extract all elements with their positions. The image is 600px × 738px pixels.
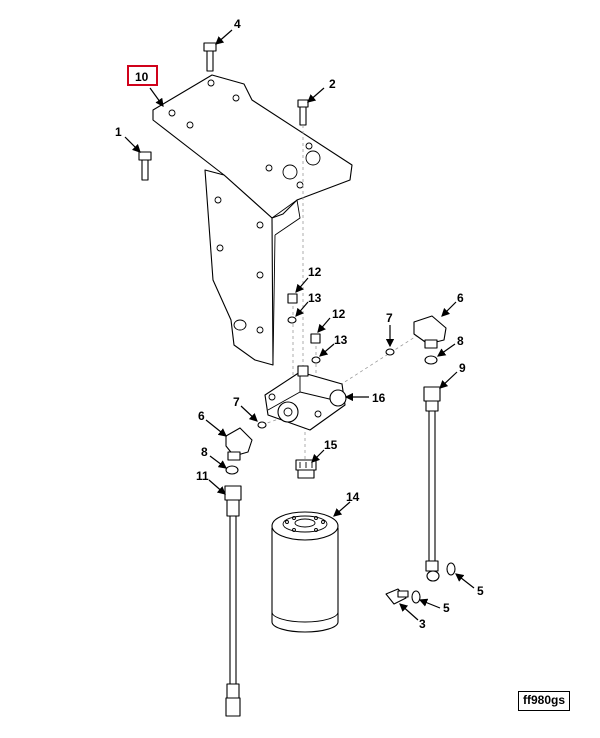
callout-4: 4 <box>234 17 241 31</box>
callout-14: 14 <box>346 490 360 504</box>
elbow-fitting-6-right <box>413 315 447 349</box>
hose-9 <box>423 386 441 582</box>
highlighted-callout-box <box>127 65 158 86</box>
callout-13-lower: 13 <box>334 333 348 347</box>
elbow-fitting-6-left <box>225 427 253 461</box>
plug-12-lower <box>310 333 321 344</box>
washer-5-right <box>446 562 456 576</box>
callout-12-upper: 12 <box>308 265 322 279</box>
adapter-15 <box>295 459 317 479</box>
oring-13-lower <box>311 356 321 364</box>
callout-16: 16 <box>372 391 386 405</box>
oring-8-left <box>225 465 239 475</box>
oring-7-left <box>257 421 267 429</box>
bolt-1 <box>138 151 152 181</box>
callout-11: 11 <box>196 469 209 483</box>
callout-10: 10 <box>135 70 149 84</box>
callout-13-upper: 13 <box>308 291 322 305</box>
filter-head <box>264 365 347 431</box>
oring-13-upper <box>287 316 297 324</box>
callout-8-right: 8 <box>457 334 464 348</box>
hose-11 <box>224 485 242 717</box>
callout-3: 3 <box>419 617 426 631</box>
figure-code-label: ff980gs <box>518 691 570 711</box>
banjo-bolt-3 <box>385 588 409 605</box>
oring-8-right <box>424 355 438 365</box>
oring-7-right <box>385 348 395 356</box>
callout-5-lower: 5 <box>443 601 450 615</box>
callout-15: 15 <box>324 438 338 452</box>
callout-1: 1 <box>115 125 122 139</box>
callout-9: 9 <box>459 361 466 375</box>
washer-5-lower <box>411 590 421 604</box>
callout-12-lower: 12 <box>332 307 346 321</box>
callout-7-left: 7 <box>233 395 240 409</box>
callout-8-left: 8 <box>201 445 208 459</box>
callout-5-right: 5 <box>477 584 484 598</box>
callout-6-left: 6 <box>198 409 205 423</box>
bolt-4 <box>203 42 217 72</box>
fuel-filter-14 <box>271 511 339 633</box>
callout-7-right: 7 <box>386 311 393 325</box>
plug-12-upper <box>287 293 298 304</box>
callout-6-right: 6 <box>457 291 464 305</box>
callout-2: 2 <box>329 77 336 91</box>
bolt-2 <box>297 99 309 126</box>
mounting-bracket <box>152 74 353 366</box>
